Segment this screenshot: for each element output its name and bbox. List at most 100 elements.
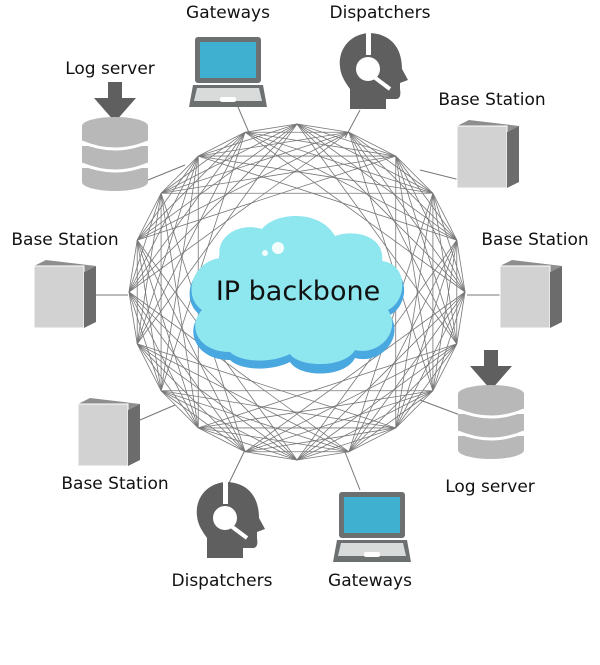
mesh-link (296, 123, 466, 293)
mesh-link (136, 193, 162, 344)
mesh-link (348, 131, 458, 241)
node-log-server-top[interactable]: Log server (65, 59, 155, 193)
mesh-link (136, 155, 199, 345)
node-base-station-top-right[interactable]: Base Station (438, 90, 546, 189)
mesh-link (136, 132, 246, 345)
mesh-link (136, 343, 199, 429)
mesh-link (198, 155, 457, 241)
node-base-station-bottom-left[interactable]: Base Station (61, 397, 169, 494)
node-label: Log server (65, 59, 155, 79)
base-station-icon (456, 119, 520, 189)
mesh-link (395, 291, 466, 429)
mesh-link (136, 343, 298, 461)
mesh-link (456, 291, 466, 344)
mesh-link (296, 343, 458, 461)
mesh-link (348, 291, 466, 453)
node-label: Gateways (186, 3, 270, 23)
mesh-link (160, 131, 246, 194)
mesh-link (136, 239, 246, 452)
mesh-link (296, 123, 434, 194)
mesh-link (296, 390, 434, 461)
mesh-link (296, 123, 396, 157)
mesh-link (432, 193, 458, 241)
headset-operator-icon (337, 31, 410, 111)
mesh-link (128, 291, 246, 453)
mesh-link (136, 123, 298, 241)
mesh-link (136, 193, 162, 241)
mesh-link (296, 427, 396, 461)
base-station-icon (77, 397, 141, 467)
mesh-link (348, 131, 396, 157)
mesh-link (198, 123, 298, 157)
mesh-network (128, 123, 466, 461)
laptop-icon (333, 492, 411, 562)
mesh-link (137, 343, 350, 453)
mesh-link (348, 132, 458, 345)
mesh-link (128, 131, 246, 293)
mesh-link (128, 291, 199, 429)
mesh-link (296, 123, 349, 133)
mesh-link (395, 155, 434, 194)
node-label: Dispatchers (172, 571, 273, 591)
mesh-link (348, 239, 458, 452)
mesh-link (296, 123, 458, 241)
mesh-link (136, 343, 246, 453)
mesh-link (198, 427, 298, 461)
mesh-link (244, 131, 466, 293)
node-gateways-bottom[interactable]: Gateways (328, 492, 412, 591)
mesh-link (160, 123, 298, 194)
mesh-link (198, 131, 246, 157)
mesh-link (244, 343, 457, 453)
mesh-link (395, 156, 434, 391)
mesh-link (432, 193, 458, 344)
mesh-link (137, 131, 350, 241)
node-label: Base Station (61, 474, 168, 494)
mesh-link (136, 155, 199, 241)
headset-operator-icon (194, 480, 267, 560)
node-label: Dispatchers (330, 3, 431, 23)
mesh-link (160, 131, 350, 194)
mesh-link (296, 123, 458, 345)
mesh-link (128, 155, 199, 293)
node-base-station-left[interactable]: Base Station (11, 230, 119, 329)
mesh-link (395, 155, 458, 241)
mesh-link (432, 291, 466, 391)
mesh-link (160, 390, 246, 453)
node-base-station-right[interactable]: Base Station (481, 230, 589, 329)
mesh-link (244, 390, 434, 453)
mesh-link (128, 291, 138, 344)
mesh-link (136, 131, 246, 241)
mesh-link (198, 343, 457, 429)
mesh-link (137, 155, 396, 241)
mesh-link (137, 343, 396, 429)
ip-backbone-cloud[interactable]: IP backbone (189, 215, 405, 374)
base-station-icon (499, 259, 563, 329)
mesh-link (160, 156, 199, 391)
node-dispatchers-top[interactable]: Dispatchers (330, 3, 431, 111)
mesh-link (395, 155, 466, 293)
mesh-link (432, 193, 466, 293)
node-dispatchers-bottom[interactable]: Dispatchers (172, 480, 273, 591)
mesh-link (128, 123, 298, 293)
mesh-link (244, 131, 457, 241)
node-label: Gateways (328, 571, 412, 591)
node-gateways-top[interactable]: Gateways (186, 3, 270, 107)
node-label: Base Station (11, 230, 118, 250)
mesh-link (348, 427, 396, 453)
mesh-link (160, 390, 298, 461)
mesh-link (160, 390, 199, 429)
mesh-link (161, 155, 396, 194)
mesh-link (348, 390, 434, 453)
mesh-link (348, 132, 434, 391)
laptop-icon (189, 37, 267, 107)
mesh-link (432, 343, 458, 391)
mesh-link (456, 240, 466, 293)
mesh-link (395, 390, 434, 429)
mesh-link (128, 291, 350, 453)
node-log-server-right[interactable]: Log server (445, 348, 535, 497)
mesh-link (296, 451, 349, 461)
mesh-link (160, 132, 246, 391)
mesh-link (296, 291, 466, 461)
base-station-icon (33, 259, 97, 329)
